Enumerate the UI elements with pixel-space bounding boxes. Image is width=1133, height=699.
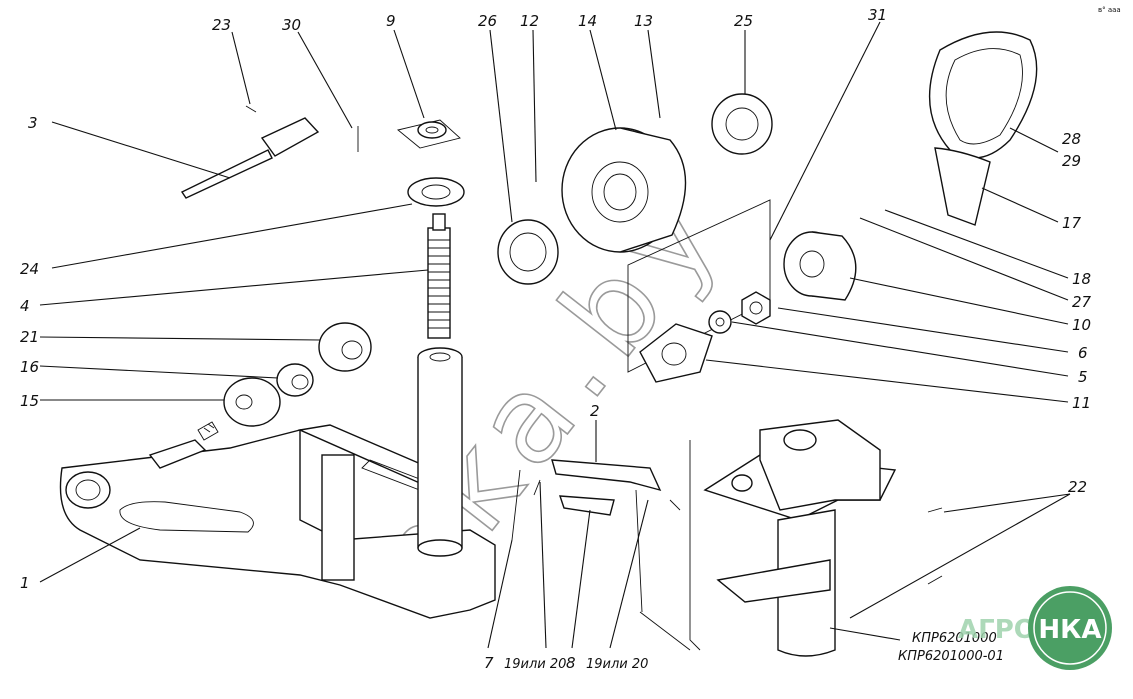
callout-30: 30 <box>282 16 301 34</box>
callout-labels: 23 30 9 26 12 14 13 25 31 3 24 4 21 16 1… <box>20 6 1092 672</box>
callout-19-or-20-b: 19или 20 <box>586 657 648 672</box>
callout-14: 14 <box>578 12 597 30</box>
part-25-bearing <box>711 93 773 155</box>
part-5-washer <box>708 310 732 334</box>
part-17-shoe <box>934 147 991 226</box>
callout-19-or-20-a: 19или 20 <box>504 657 566 672</box>
part-24-bearing <box>407 177 465 207</box>
callout-8: 8 <box>566 654 576 672</box>
callout-17: 17 <box>1062 214 1082 232</box>
callout-26: 26 <box>478 12 497 30</box>
callout-12: 12 <box>520 12 539 30</box>
part-15-washer <box>223 377 281 427</box>
drawing-code-1: КПР6201000 <box>912 631 997 646</box>
part-9-bush <box>397 119 461 149</box>
callout-7: 7 <box>484 654 494 672</box>
callout-4: 4 <box>20 297 30 315</box>
logo-left-text: АГРО <box>958 615 1036 645</box>
callout-1: 1 <box>20 574 30 592</box>
part-11-flange <box>639 323 713 383</box>
callout-18: 18 <box>1072 270 1091 288</box>
callout-27: 27 <box>1072 293 1092 311</box>
callout-13: 13 <box>634 12 653 30</box>
callout-5: 5 <box>1078 368 1088 386</box>
callout-24: 24 <box>20 260 39 278</box>
callout-25: 25 <box>734 12 753 30</box>
callout-29: 29 <box>1062 152 1081 170</box>
part-post <box>417 347 463 557</box>
callout-28: 28 <box>1062 130 1081 148</box>
callout-21: 21 <box>20 328 39 346</box>
part-3-rod <box>180 105 359 199</box>
callout-6: 6 <box>1078 344 1088 362</box>
callout-31: 31 <box>868 6 887 24</box>
callout-16: 16 <box>20 358 39 376</box>
callout-23: 23 <box>212 16 231 34</box>
callout-11: 11 <box>1072 394 1091 412</box>
logo-right-text: НКА <box>1038 615 1101 645</box>
callout-2: 2 <box>590 402 600 420</box>
leader-lines <box>39 21 1071 649</box>
part-10-flange <box>783 231 857 301</box>
part-bracket-assembly <box>639 419 943 657</box>
part-14-hub <box>561 127 687 253</box>
drawing-code-2: КПР6201000-01 <box>898 649 1004 664</box>
part-6-nut <box>741 291 771 325</box>
callout-10: 10 <box>1072 316 1091 334</box>
part-2-lever <box>511 459 681 613</box>
part-16-sleeve <box>276 363 314 397</box>
part-21-washer <box>318 322 372 372</box>
part-4-threaded-rod <box>427 213 451 339</box>
part-28-tire <box>928 31 1038 159</box>
agro-nka-logo: АГРО НКА <box>958 586 1112 670</box>
callout-9: 9 <box>386 12 396 30</box>
part-26-bearing <box>497 219 559 285</box>
corner-mark: в° ааа <box>1098 6 1121 14</box>
callout-22: 22 <box>1068 478 1087 496</box>
callout-15: 15 <box>20 392 39 410</box>
logo-circle <box>1028 586 1112 670</box>
callout-3: 3 <box>28 114 38 132</box>
